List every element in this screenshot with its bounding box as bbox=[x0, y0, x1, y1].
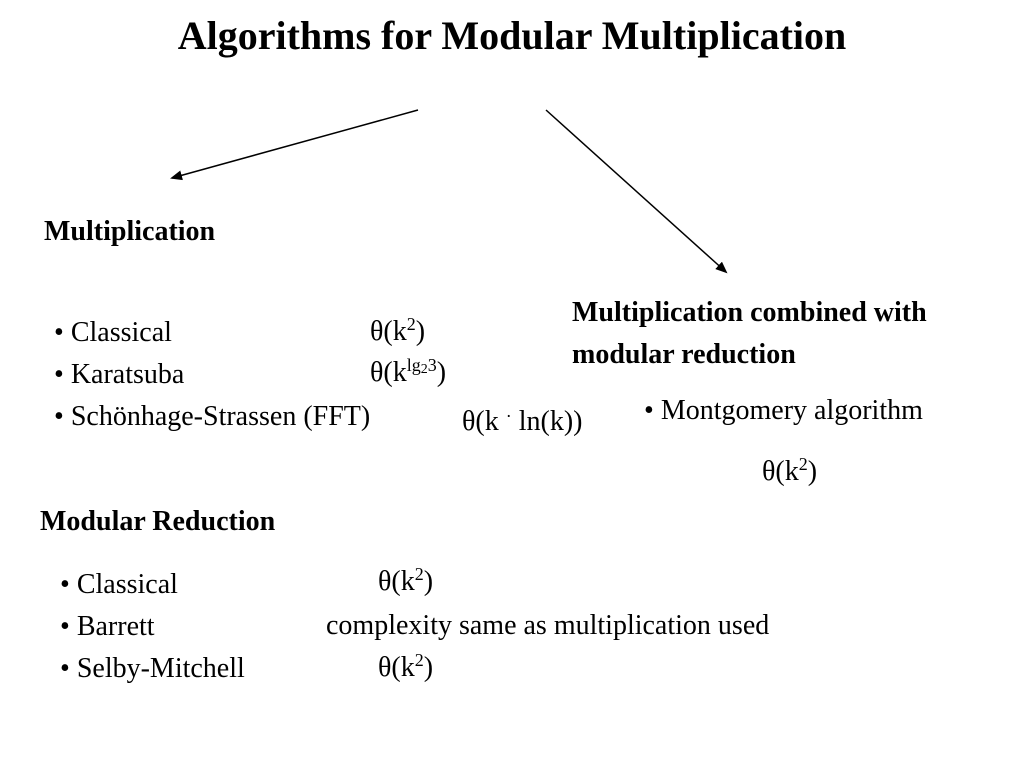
complexity-classical-mult: θ(k2) bbox=[370, 314, 426, 347]
reduction-list: Classical Barrett Selby-Mitchell bbox=[60, 564, 245, 690]
list-item: Selby-Mitchell bbox=[60, 648, 245, 690]
list-item: Classical bbox=[60, 564, 245, 606]
reduction-heading: Modular Reduction bbox=[40, 506, 276, 537]
complexity-barrett: complexity same as multiplication used bbox=[326, 610, 770, 641]
list-item: Montgomery algorithm bbox=[644, 390, 923, 432]
arrow-to-multiplication bbox=[170, 109, 419, 181]
multiplication-heading: Multiplication bbox=[44, 216, 216, 247]
complexity-montgomery: θ(k2) bbox=[762, 454, 818, 487]
complexity-fft: θ(k · ln(k)) bbox=[462, 406, 583, 437]
page-title: Algorithms for Modular Multiplication bbox=[177, 13, 847, 58]
multiplication-list: Classical Karatsuba Schönhage-Strassen (… bbox=[54, 312, 370, 438]
combined-list: Montgomery algorithm bbox=[644, 390, 923, 432]
complexity-classical-red: θ(k2) bbox=[378, 564, 434, 597]
list-item: Schönhage-Strassen (FFT) bbox=[54, 396, 370, 438]
arrow-to-combined bbox=[545, 109, 728, 274]
list-item: Karatsuba bbox=[54, 354, 370, 396]
complexity-selby-mitchell: θ(k2) bbox=[378, 650, 434, 683]
combined-heading: Multiplication combined with modular red… bbox=[572, 297, 927, 370]
complexity-karatsuba: θ(klg23) bbox=[370, 355, 447, 388]
list-item: Barrett bbox=[60, 606, 245, 648]
list-item: Classical bbox=[54, 312, 370, 354]
